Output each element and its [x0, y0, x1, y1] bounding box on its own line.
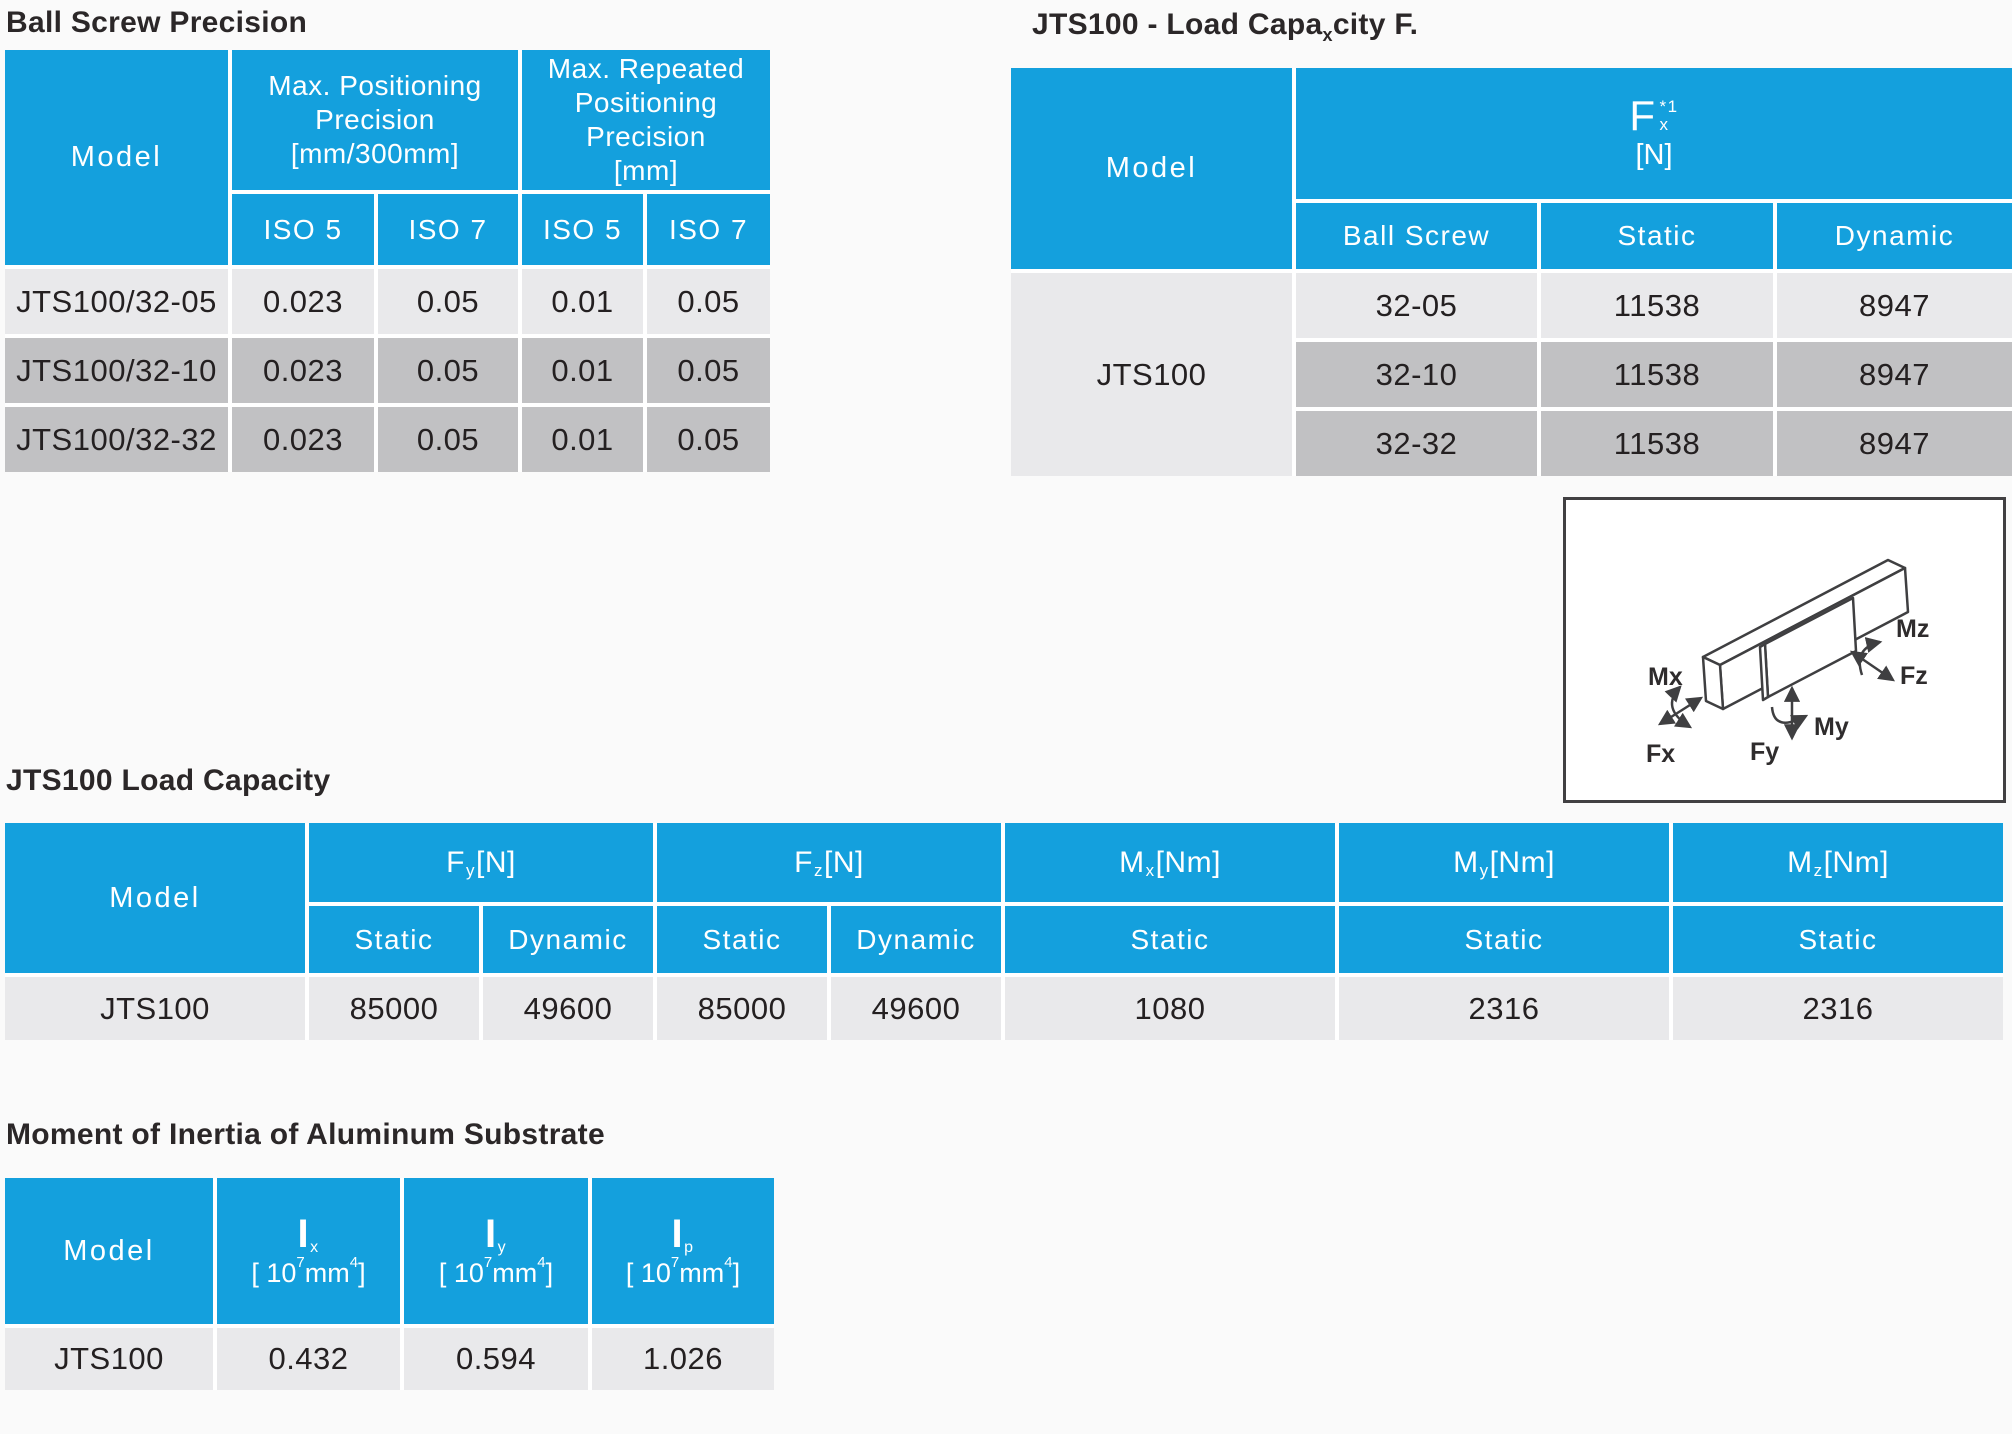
- cell-value: 8947: [1777, 342, 2012, 407]
- cell-value: 2316: [1673, 977, 2003, 1040]
- column-header-static: Static: [1673, 906, 2003, 973]
- column-header-iso5: ISO 5: [232, 194, 374, 265]
- section-title-load-capacity: JTS100 Load Capacity: [6, 764, 331, 797]
- column-header-ball-screw: Ball Screw: [1296, 203, 1537, 269]
- cell-value: 32-10: [1296, 342, 1537, 407]
- column-group-max-repeated-precision: Max. Repeated Positioning Precision [mm]: [522, 50, 770, 190]
- cell-value: 2316: [1339, 977, 1669, 1040]
- cell-value: 0.05: [647, 407, 770, 472]
- column-header-model: Model: [5, 50, 228, 265]
- cell-value: 85000: [657, 977, 827, 1040]
- section-title-moment-of-inertia: Moment of Inertia of Aluminum Substrate: [6, 1118, 605, 1151]
- model-cell: JTS100/32-05: [5, 269, 228, 334]
- cell-value: 0.01: [522, 269, 643, 334]
- column-header-dynamic: Dynamic: [1777, 203, 2012, 269]
- label-fx: Fx: [1646, 740, 1675, 768]
- column-header-dynamic: Dynamic: [483, 906, 653, 973]
- section-title-ball-screw-precision: Ball Screw Precision: [6, 6, 308, 39]
- cell-value: 85000: [309, 977, 479, 1040]
- cell-value: 1.026: [592, 1328, 774, 1390]
- column-header-iso5: ISO 5: [522, 194, 643, 265]
- cell-value: 32-05: [1296, 273, 1537, 338]
- model-cell: JTS100: [1011, 273, 1292, 476]
- label-fy: Fy: [1750, 738, 1779, 766]
- cell-value: 11538: [1541, 273, 1773, 338]
- section-title-load-capacity-fx: JTS100 - Load Capaxcity F.: [1032, 8, 1419, 45]
- cell-value: 11538: [1541, 411, 1773, 476]
- cell-value: 0.05: [378, 269, 518, 334]
- column-header-static: Static: [309, 906, 479, 973]
- load-direction-diagram: Mx Fx Fy My Mz Fz: [1563, 497, 2006, 803]
- column-header-static: Static: [1005, 906, 1335, 973]
- cell-value: 0.05: [378, 338, 518, 403]
- fx-superscript: *1: [1659, 97, 1679, 117]
- fx-symbol: F: [1629, 92, 1657, 139]
- column-header-iso7: ISO 7: [647, 194, 770, 265]
- ball-screw-precision-table: Model Max. Positioning Precision [mm/300…: [5, 50, 770, 472]
- column-header-model: Model: [5, 823, 305, 973]
- column-header-dynamic: Dynamic: [831, 906, 1001, 973]
- stage-axes-drawing: Mx Fx Fy My Mz Fz: [1646, 558, 1929, 768]
- model-cell: JTS100/32-32: [5, 407, 228, 472]
- cell-value: 0.023: [232, 407, 374, 472]
- cell-value: 8947: [1777, 411, 2012, 476]
- label-mx: Mx: [1648, 663, 1683, 691]
- model-cell: JTS100: [5, 977, 305, 1040]
- fx-subscript: x: [1659, 115, 1670, 134]
- cell-value: 0.01: [522, 338, 643, 403]
- label-mz: Mz: [1896, 615, 1929, 643]
- column-header-iso7: ISO 7: [378, 194, 518, 265]
- cell-value: 8947: [1777, 273, 2012, 338]
- cell-value: 11538: [1541, 342, 1773, 407]
- cell-value: 0.023: [232, 338, 374, 403]
- cell-value: 0.05: [647, 269, 770, 334]
- column-header-model: Model: [5, 1178, 213, 1324]
- column-header-static: Static: [1339, 906, 1669, 973]
- column-header-static: Static: [657, 906, 827, 973]
- cell-value: 0.432: [217, 1328, 400, 1390]
- cell-value: 32-32: [1296, 411, 1537, 476]
- model-cell: JTS100/32-10: [5, 338, 228, 403]
- column-header-static: Static: [1541, 203, 1773, 269]
- label-fz: Fz: [1900, 662, 1928, 690]
- model-cell: JTS100: [5, 1328, 213, 1390]
- cell-value: 0.01: [522, 407, 643, 472]
- cell-value: 1080: [1005, 977, 1335, 1040]
- fx-unit: [N]: [1635, 139, 1673, 171]
- cell-value: 49600: [831, 977, 1001, 1040]
- column-group-max-positioning-precision: Max. Positioning Precision [mm/300mm]: [232, 50, 518, 190]
- cell-value: 0.05: [378, 407, 518, 472]
- label-my: My: [1814, 713, 1849, 741]
- cell-value: 0.05: [647, 338, 770, 403]
- cell-value: 0.023: [232, 269, 374, 334]
- column-header-model: Model: [1011, 68, 1292, 269]
- cell-value: 49600: [483, 977, 653, 1040]
- cell-value: 0.594: [404, 1328, 588, 1390]
